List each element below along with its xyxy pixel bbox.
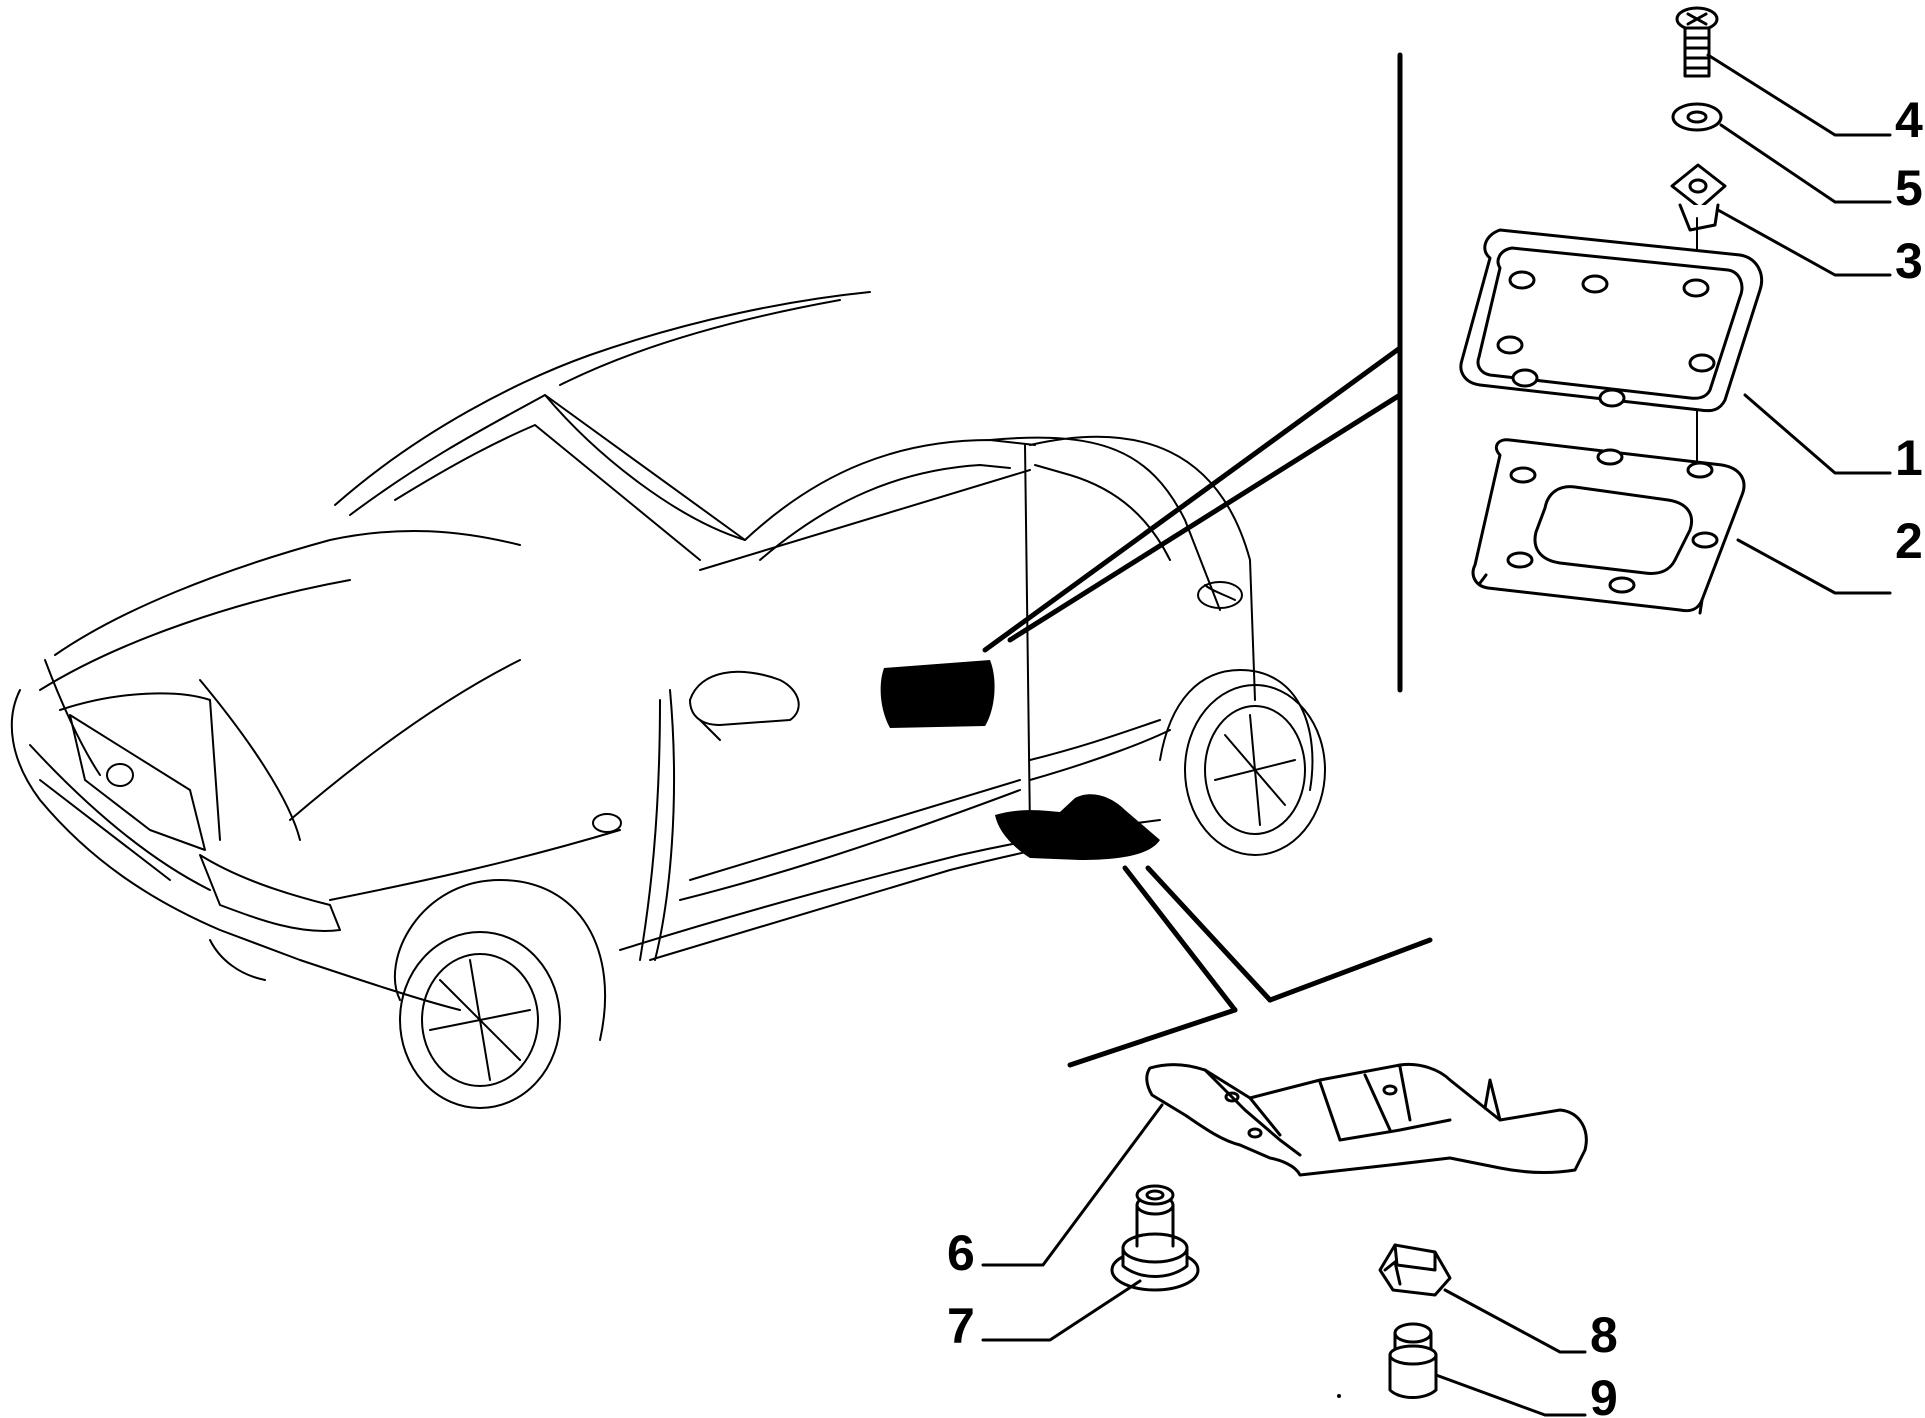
car-illustration <box>10 291 1326 1109</box>
part-label-5: 5 <box>1895 160 1923 216</box>
screw-part-4 <box>1675 6 1719 78</box>
pin-part-9 <box>1388 1322 1438 1399</box>
part-label-3: 3 <box>1895 233 1923 289</box>
part-label-4: 4 <box>1895 92 1923 148</box>
part-label-9: 9 <box>1590 1370 1618 1418</box>
cover-plate-part-1 <box>1459 228 1764 471</box>
pointer-lines <box>982 52 1433 1068</box>
grommet-part-7 <box>1110 1184 1200 1292</box>
sill-panel-highlight <box>995 794 1160 860</box>
part-label-7: 7 <box>947 1298 975 1354</box>
part-label-8: 8 <box>1590 1307 1618 1363</box>
sill-guard-part-6 <box>1145 1062 1588 1177</box>
stray-dot <box>1337 1394 1341 1398</box>
frame-part-2 <box>1471 438 1746 615</box>
clip-part-8 <box>1378 1243 1452 1297</box>
leader-lines <box>981 53 1892 1417</box>
door-panel-highlight <box>880 660 995 728</box>
part-label-6: 6 <box>947 1225 975 1281</box>
washer-part-5 <box>1671 102 1723 132</box>
part-label-1: 1 <box>1895 430 1923 486</box>
part-label-2: 2 <box>1895 513 1923 569</box>
part-labels: 4 5 3 1 2 6 7 8 9 <box>947 92 1923 1418</box>
